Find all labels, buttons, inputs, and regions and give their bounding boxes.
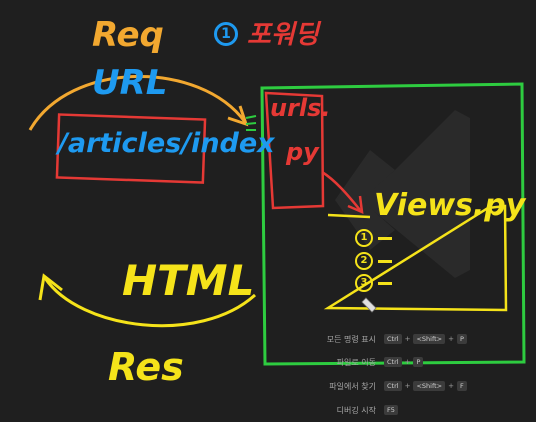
pen-cursor-icon	[361, 297, 377, 313]
step-number-badge: 1	[214, 22, 238, 46]
response-arrow	[43, 277, 257, 328]
views-file-label: Views.py	[374, 188, 526, 223]
key-f5: F5	[384, 405, 398, 415]
key-f: F	[457, 381, 467, 391]
shortcut-label: 디버깅 시작	[336, 405, 376, 415]
views-box	[323, 204, 508, 312]
urls-file-label-1: urls.	[270, 94, 331, 122]
list-dash	[378, 282, 392, 285]
request-arrow	[28, 74, 247, 131]
key-shift: <Shift>	[413, 381, 446, 391]
shortcut-start-debugging[interactable]: 디버깅 시작 F5	[300, 403, 400, 417]
list-dash	[378, 237, 392, 240]
shortcut-label: 파일로 이동	[336, 357, 376, 367]
shortcut-go-to-file[interactable]: 파일로 이동 Ctrl+ P	[300, 355, 425, 369]
list-number-1: 1	[355, 229, 373, 247]
key-p: P	[413, 357, 424, 367]
key-ctrl: Ctrl	[384, 334, 402, 344]
path-box	[55, 113, 207, 184]
html-label: HTML	[122, 256, 255, 305]
path-label: /articles/index	[58, 128, 275, 159]
urls-file-label-2: py	[286, 138, 319, 166]
key-ctrl: Ctrl	[384, 357, 402, 367]
urls-box	[264, 91, 325, 210]
key-p: P	[457, 334, 467, 344]
shortcut-label: 파일에서 찾기	[329, 381, 376, 391]
key-shift: <Shift>	[413, 334, 446, 344]
shortcut-label: 모든 명령 표시	[326, 334, 376, 344]
url-label: URL	[92, 63, 168, 103]
step-label: 포워딩	[247, 20, 319, 50]
list-number-2: 2	[355, 252, 373, 270]
res-label: Res	[108, 345, 184, 389]
req-label: Req	[92, 15, 164, 55]
forward-arrow	[321, 170, 361, 211]
shortcut-show-all-commands[interactable]: 모든 명령 표시 Ctrl+ <Shift>+ P	[300, 332, 469, 346]
shortcut-find-in-files[interactable]: 파일에서 찾기 Ctrl+ <Shift>+ F	[300, 379, 469, 393]
list-number-3: 3	[355, 274, 373, 292]
list-dash	[378, 260, 392, 263]
editor-frame	[260, 82, 526, 366]
key-ctrl: Ctrl	[384, 381, 402, 391]
